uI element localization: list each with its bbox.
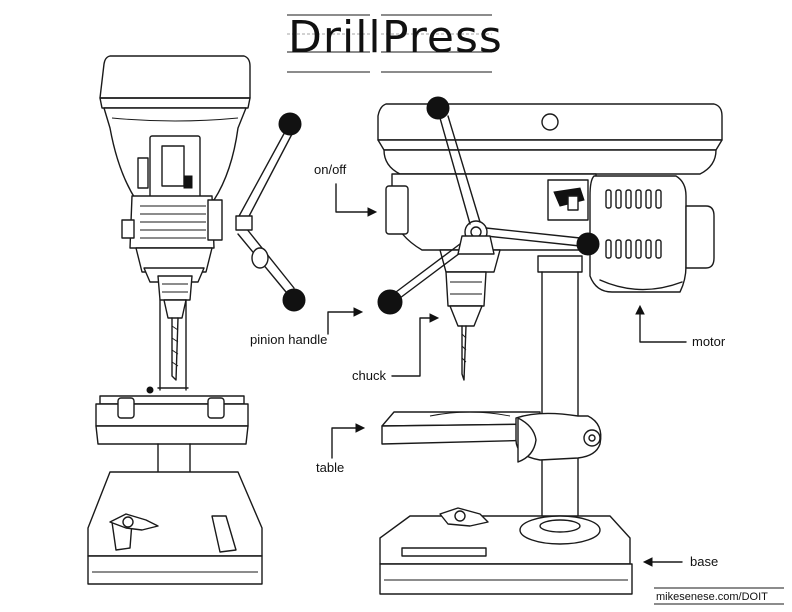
label-chuck: chuck: [352, 313, 440, 383]
title-word-drill: Drill: [288, 12, 382, 63]
label-table: table: [316, 423, 366, 475]
arrow-motor-icon: [635, 304, 645, 315]
drill-press-side-view: [377, 96, 723, 595]
arrow-chuck-icon: [429, 313, 440, 323]
credit-text: mikesenese.com/DOIT: [656, 591, 768, 603]
label-base: base: [642, 554, 718, 569]
label-base-text: base: [690, 554, 718, 569]
label-on-off: on/off: [314, 162, 378, 217]
drill-press-front-view: [87, 55, 306, 585]
label-on-off-text: on/off: [314, 162, 347, 177]
label-table-text: table: [316, 460, 344, 475]
arrow-table-icon: [355, 423, 366, 433]
motor-vents: [605, 189, 662, 259]
label-chuck-text: chuck: [352, 368, 386, 383]
arrow-pinion-handle-icon: [353, 307, 364, 317]
label-motor: motor: [635, 304, 726, 349]
arrow-base-icon: [642, 557, 653, 567]
title-word-press: Press: [382, 12, 503, 63]
arrow-on-off-icon: [367, 207, 378, 217]
label-motor-text: motor: [692, 334, 726, 349]
label-pinion-handle-text: pinion handle: [250, 332, 327, 347]
label-pinion-handle: pinion handle: [250, 307, 364, 347]
credit-block: mikesenese.com/DOIT: [654, 587, 784, 605]
title-block: Drill Press: [287, 12, 503, 73]
